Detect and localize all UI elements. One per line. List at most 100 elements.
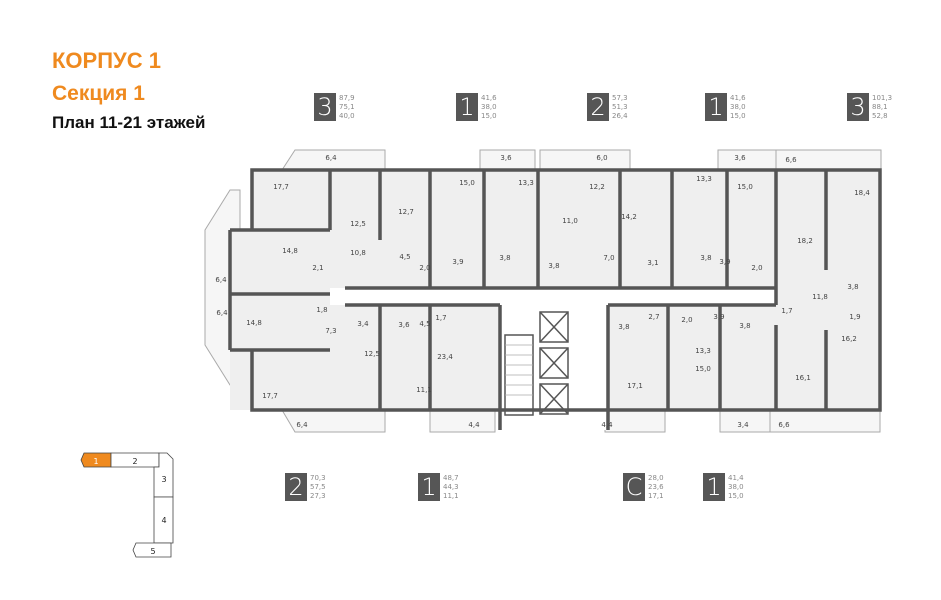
room-area-label: 16,2	[841, 335, 857, 343]
total-area: 57,3	[612, 93, 628, 102]
key-plan: 1 2 3 4 5	[80, 452, 174, 558]
total-area: 41,6	[481, 93, 497, 102]
living-area: 51,3	[612, 102, 628, 111]
room-count-badge: 1	[703, 473, 725, 501]
room-area-label: 4,5	[399, 253, 411, 261]
living-area: 75,1	[339, 102, 355, 111]
apartment-area	[252, 305, 500, 410]
room-count-badge: 2	[285, 473, 307, 501]
room-area: 26,4	[612, 111, 628, 120]
key-plan-section-4[interactable]	[153, 496, 174, 544]
room-count-badge: 1	[418, 473, 440, 501]
elevator	[539, 311, 569, 343]
apartment-area	[776, 288, 880, 308]
room-area-label: 14,2	[621, 213, 637, 221]
room-area: 15,0	[728, 491, 744, 500]
room-area-label: 11,8	[812, 293, 828, 301]
room-area-label: 15,0	[737, 183, 753, 191]
room-area-label: 11,1	[416, 386, 432, 394]
room-area-label: 4,5	[419, 320, 431, 328]
corridor	[345, 288, 776, 305]
room-area: 15,0	[730, 111, 746, 120]
living-area: 38,0	[728, 482, 744, 491]
room-area-label: 2,7	[648, 313, 660, 321]
room-area-label: 12,5	[364, 350, 380, 358]
room-area-label: 2,0	[419, 264, 431, 272]
room-count-badge: 2	[587, 93, 609, 121]
room-area-label: 6,6	[785, 156, 797, 164]
room-count-badge: 1	[456, 93, 478, 121]
room-area-label: 11,0	[562, 217, 578, 225]
room-area-label: 13,3	[518, 179, 534, 187]
room-area-label: 13,3	[696, 175, 712, 183]
balcony	[539, 149, 631, 171]
room-area: 27,3	[310, 491, 326, 500]
room-area-label: 6,4	[216, 309, 228, 317]
room-area-label: 14,8	[282, 247, 298, 255]
room-area-label: 17,7	[273, 183, 289, 191]
room-area-label: 1,7	[435, 314, 447, 322]
room-area-label: 16,1	[795, 374, 811, 382]
total-area: 70,3	[310, 473, 326, 482]
room-count-badge: С	[623, 473, 645, 501]
room-count-badge: 1	[705, 93, 727, 121]
living-area: 38,0	[730, 102, 746, 111]
room-area-label: 1,8	[316, 306, 328, 314]
key-plan-label: 4	[161, 516, 166, 525]
key-plan-section-1[interactable]	[80, 452, 112, 468]
room-area-label: 3,8	[499, 254, 511, 262]
room-area: 15,0	[481, 111, 497, 120]
room-area-label: 7,0	[603, 254, 615, 262]
room-area-label: 4,4	[601, 421, 613, 429]
key-plan-label: 5	[150, 547, 155, 556]
key-plan-label: 1	[93, 457, 98, 466]
room-area-label: 12,7	[398, 208, 414, 216]
key-plan-label: 2	[132, 457, 137, 466]
balcony	[717, 149, 777, 171]
room-area-label: 3,6	[398, 321, 410, 329]
room-area-label: 2,1	[312, 264, 324, 272]
room-area-label: 6,4	[215, 276, 227, 284]
room-area-label: 6,0	[596, 154, 608, 162]
room-area-label: 10,8	[350, 249, 366, 257]
room-area-label: 3,4	[357, 320, 369, 328]
room-area-label: 6,6	[778, 421, 790, 429]
key-plan-section-5[interactable]	[132, 542, 172, 558]
apartment-area	[252, 170, 880, 288]
room-area-label: 3,8	[548, 262, 560, 270]
living-area: 44,3	[443, 482, 459, 491]
room-count-badge: 3	[847, 93, 869, 121]
total-area: 48,7	[443, 473, 459, 482]
room-area-label: 4,4	[468, 421, 480, 429]
room-area-label: 17,7	[262, 392, 278, 400]
room-area-label: 2,0	[751, 264, 763, 272]
room-area: 11,1	[443, 491, 459, 500]
total-area: 41,4	[728, 473, 744, 482]
room-area-label: 2,0	[681, 316, 693, 324]
apartment-area	[608, 305, 880, 410]
living-area: 88,1	[872, 102, 888, 111]
elevator	[539, 383, 569, 415]
room-area: 17,1	[648, 491, 664, 500]
room-area: 40,0	[339, 111, 355, 120]
room-area-label: 3,8	[847, 283, 859, 291]
room-area-label: 18,2	[797, 237, 813, 245]
living-area: 23,6	[648, 482, 664, 491]
balcony	[604, 409, 666, 433]
room-area-label: 1,7	[781, 307, 793, 315]
total-area: 87,9	[339, 93, 355, 102]
living-area: 38,0	[481, 102, 497, 111]
room-area-label: 12,5	[350, 220, 366, 228]
elevator	[539, 347, 569, 379]
room-area-label: 3,8	[618, 323, 630, 331]
